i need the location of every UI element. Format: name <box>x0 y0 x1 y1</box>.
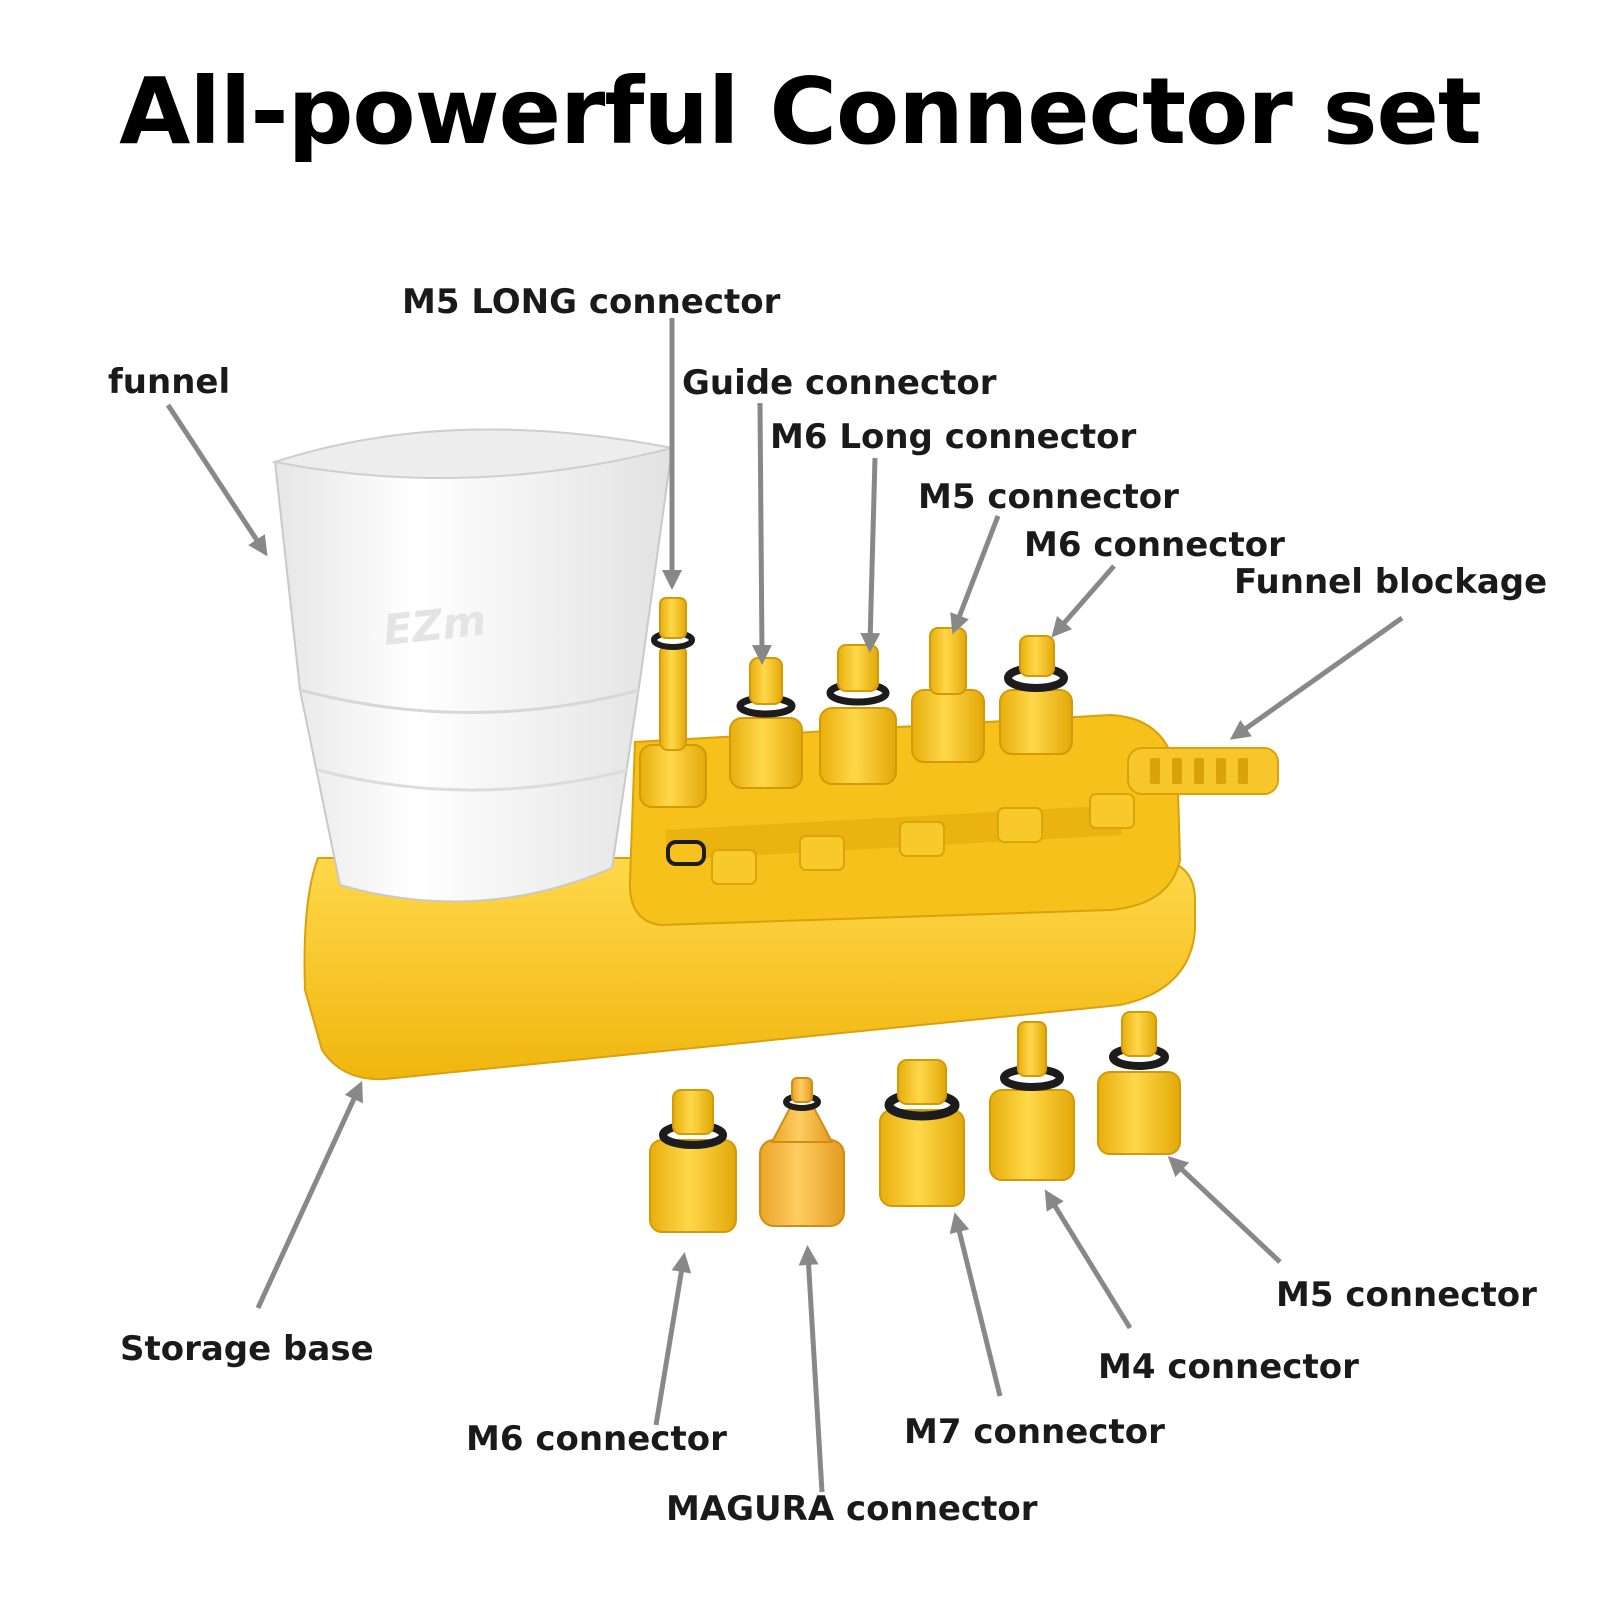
loose-m6-connector <box>649 1089 737 1233</box>
label-guide-connector: Guide connector <box>682 363 997 403</box>
label-m5-long-connector: M5 LONG connector <box>402 282 781 322</box>
label-m6-long-connector: M6 Long connector <box>770 417 1137 457</box>
label-m7-connector: M7 connector <box>904 1412 1165 1452</box>
arrow-funnel <box>165 403 268 557</box>
loose-m7-connector <box>879 1059 965 1207</box>
loose-m5-connector <box>1097 1011 1181 1155</box>
callout-arrows <box>165 318 1404 1493</box>
label-funnel: funnel <box>108 362 231 402</box>
arrow-m5-bottom <box>1167 1156 1282 1264</box>
page-title: All-powerful Connector set <box>119 58 1482 165</box>
label-m6-connector-top: M6 connector <box>1024 525 1285 565</box>
funnel-blockage <box>1127 747 1279 795</box>
arrow-m7 <box>949 1212 1003 1397</box>
funnel: EZm <box>271 428 674 903</box>
arrow-storage-base <box>255 1080 363 1310</box>
arrow-m6-bottom <box>653 1252 692 1426</box>
loose-m4-connector <box>989 1021 1075 1181</box>
loose-magura-connector <box>759 1077 845 1227</box>
label-funnel-blockage: Funnel blockage <box>1234 562 1548 602</box>
arrow-funnel-blockage <box>1229 615 1404 740</box>
label-storage-base: Storage base <box>120 1329 374 1369</box>
mounted-m5-long-connector <box>639 597 707 808</box>
arrow-m5-top <box>950 515 1001 635</box>
mounted-guide-connector <box>729 657 803 789</box>
arrow-m4 <box>1044 1189 1133 1330</box>
arrow-m6-top <box>1051 564 1116 638</box>
label-m5-connector-bottom: M5 connector <box>1276 1275 1537 1315</box>
arrow-guide <box>751 402 772 665</box>
label-m4-connector: M4 connector <box>1098 1347 1359 1387</box>
mounted-m6-connector <box>999 635 1073 755</box>
label-magura-connector: MAGURA connector <box>666 1489 1038 1529</box>
arrow-magura <box>798 1245 825 1493</box>
arrow-m6-long <box>860 457 881 653</box>
mounted-m6-long-connector <box>819 644 897 785</box>
funnel-logo: EZm <box>381 595 488 654</box>
mounted-m5-connector <box>911 627 985 763</box>
storage-base <box>303 713 1196 1081</box>
label-m6-connector-bottom: M6 connector <box>466 1419 727 1459</box>
storage-plugs <box>711 793 1135 885</box>
label-m5-connector-top: M5 connector <box>918 477 1179 517</box>
